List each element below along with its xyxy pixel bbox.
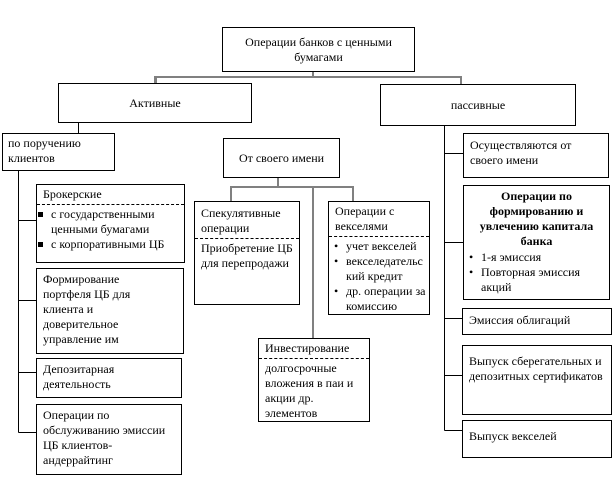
broker-title: Брокерские: [43, 187, 102, 201]
left-branch-connector: [18, 171, 36, 433]
node-bills-issue-label: Выпуск векселей: [469, 429, 557, 443]
bullet-item: векселедательский кредит: [329, 254, 427, 284]
bullet-item: с корпоративными ЦБ: [37, 237, 182, 252]
dashed-separator: [195, 238, 299, 239]
node-bond-issue-label: Эмиссия облигаций: [469, 313, 571, 327]
node-certificates-issue: Выпуск сберегательных и депозитных серти…: [462, 345, 612, 415]
bills-title: Операции с векселями: [335, 204, 395, 233]
invest-body: долгосрочные вложения в паи и акции др. …: [265, 361, 354, 420]
capital-title: Операции по формированию и увлечению кап…: [479, 189, 594, 248]
node-active-operations: Активные: [58, 83, 252, 123]
root-branch-connector: [154, 71, 462, 85]
node-root-label: Операции банков с ценными бумагами: [245, 34, 392, 64]
dashed-separator: [259, 358, 369, 359]
node-capital-formation: Операции по формированию и увлечению кап…: [463, 185, 610, 300]
bullet-item: учет векселей: [329, 239, 427, 254]
node-own-name-label: От своего имени: [238, 150, 325, 165]
node-speculative-operations: Спекулятивные операции Приобретение ЦБ д…: [194, 201, 300, 305]
dashed-separator: [329, 236, 429, 237]
own-name-branch-connector: [230, 178, 354, 338]
bullet-item: Повторная эмиссия акций: [464, 265, 607, 295]
node-broker-operations: Брокерские с государственными ценными бу…: [36, 184, 185, 263]
node-bond-issue: Эмиссия облигаций: [462, 308, 612, 335]
node-on-behalf-of-clients: по поручению клиентов: [2, 133, 115, 171]
bullet-item: др. операции за комиссию: [329, 284, 427, 314]
broker-item-list: с государственными ценными бумагами с ко…: [37, 207, 184, 252]
node-portfolio-management: Формирование портфеля ЦБ для клиента и д…: [36, 268, 184, 354]
invest-title: Инвестирование: [265, 341, 350, 355]
node-passive-label: пассивные: [450, 97, 506, 112]
dashed-separator: [37, 204, 184, 205]
node-depositary-activity: Депозитарная деятельность: [36, 358, 182, 398]
node-underwriting: Операции по обслуживанию эмиссии ЦБ клие…: [36, 404, 182, 475]
node-active-label: Активные: [129, 95, 181, 110]
node-investing: Инвестирование долгосрочные вложения в п…: [258, 338, 370, 422]
node-on-behalf-label: по поручению клиентов: [8, 136, 81, 165]
node-own-name-passive-label: Осуществляются от своего имени: [470, 138, 572, 167]
speculative-title: Спекулятивные операции: [201, 206, 281, 235]
node-portfolio-label: Формирование портфеля ЦБ для клиента и д…: [43, 272, 131, 346]
node-bills-issue: Выпуск векселей: [462, 420, 612, 458]
node-underwriting-label: Операции по обслуживанию эмиссии ЦБ клие…: [43, 408, 166, 467]
node-root: Операции банков с ценными бумагами: [222, 27, 415, 72]
node-own-name: От своего имени: [223, 138, 340, 178]
capital-item-list: 1-я эмиссия Повторная эмиссия акций: [464, 250, 609, 295]
speculative-body: Приобретение ЦБ для перепродажи: [201, 241, 293, 270]
bullet-item: с государственными ценными бумагами: [37, 207, 182, 237]
node-bill-operations: Операции с векселями учет векселей вексе…: [328, 201, 430, 315]
bills-item-list: учет векселей векселедательский кредит д…: [329, 239, 429, 314]
bullet-item: 1-я эмиссия: [464, 250, 607, 265]
node-own-name-passive: Осуществляются от своего имени: [463, 133, 609, 178]
node-certificates-label: Выпуск сберегательных и депозитных серти…: [469, 354, 603, 383]
node-passive-operations: пассивные: [380, 84, 576, 126]
node-depositary-label: Депозитарная деятельность: [43, 362, 115, 391]
right-branch-connector: [444, 126, 463, 431]
